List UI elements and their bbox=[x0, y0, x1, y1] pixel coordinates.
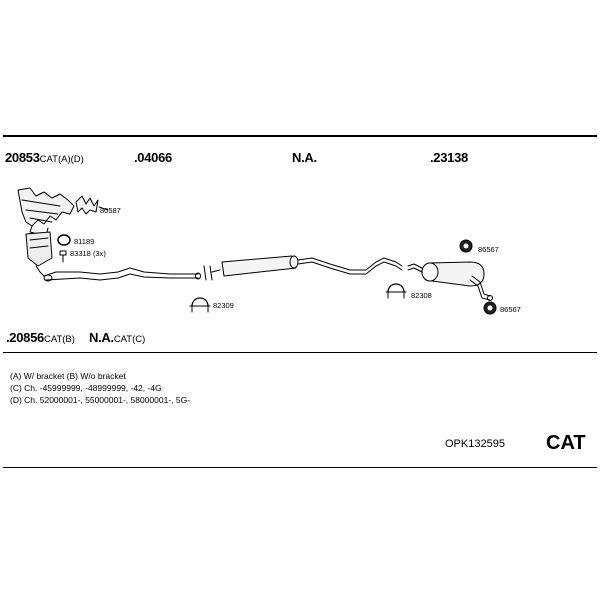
note-a-b: (A) W/ bracket (B) W/o bracket bbox=[10, 371, 126, 381]
part-label-86567-bottom: 86567 bbox=[500, 305, 521, 314]
part-label-82309: 82309 bbox=[213, 301, 234, 310]
header-part-20853: 20853CAT(A)(D) bbox=[5, 150, 84, 165]
kit-code: OPK132595 bbox=[445, 438, 505, 450]
note-c: (C) Ch. -45999999, -48999999, -42, -4G bbox=[10, 383, 162, 393]
part-label-86567-top: 86567 bbox=[478, 245, 499, 254]
part-label-80587: 80587 bbox=[100, 206, 121, 215]
diagram-frame bbox=[3, 135, 597, 468]
catalyst-type: CAT bbox=[546, 432, 586, 454]
manifold-catalyst-part bbox=[17, 187, 201, 282]
ring-part-81189 bbox=[57, 234, 71, 246]
header-part-23138: .23138 bbox=[430, 150, 468, 165]
part-label-82308: 82308 bbox=[411, 291, 432, 300]
part-label-81189: 81189 bbox=[74, 237, 95, 246]
hanger-part-86567-top bbox=[459, 239, 473, 253]
note-d: (D) Ch. 52000001-, 55000001-, 58000001-,… bbox=[10, 395, 191, 405]
part-label-83318: 83318 (3x) bbox=[70, 249, 106, 258]
header-part-na: N.A. bbox=[292, 150, 317, 165]
header-part-04066: .04066 bbox=[134, 150, 172, 165]
notes-divider bbox=[3, 352, 597, 353]
subheader-part-20856: .20856CAT(B) bbox=[6, 330, 75, 345]
hanger-part-86567-bottom bbox=[483, 301, 497, 315]
middle-silencer-part bbox=[203, 255, 403, 281]
bolt-part-83318 bbox=[59, 250, 67, 263]
clamp-part-82308 bbox=[385, 283, 407, 299]
gasket-part-80587 bbox=[75, 195, 109, 215]
subheader-part-na: N.A.CAT(C) bbox=[89, 330, 146, 345]
clamp-part-82309 bbox=[189, 297, 211, 313]
rear-silencer-part bbox=[407, 261, 493, 301]
